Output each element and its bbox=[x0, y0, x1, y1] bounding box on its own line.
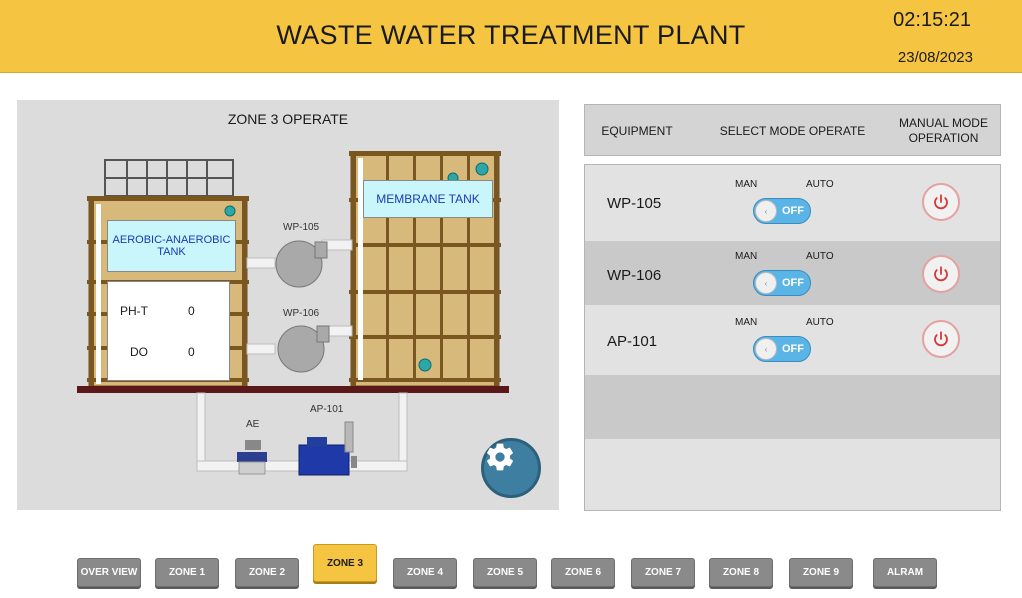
toggle-state: OFF bbox=[782, 205, 804, 217]
nav-zone-7[interactable]: ZONE 7 bbox=[631, 558, 695, 587]
pump-label-wp106: WP-106 bbox=[283, 308, 320, 319]
mode-toggle-wp105[interactable]: ‹ OFF bbox=[753, 198, 811, 224]
toggle-knob: ‹ bbox=[755, 338, 777, 360]
pump-label-wp105: WP-105 bbox=[283, 222, 320, 233]
plant-illustration bbox=[77, 151, 509, 476]
settings-button[interactable] bbox=[481, 438, 541, 498]
power-icon bbox=[934, 331, 948, 347]
power-button-ap101[interactable] bbox=[922, 320, 960, 358]
do-value: 0 bbox=[188, 345, 195, 359]
zone-navigation: OVER VIEW ZONE 1 ZONE 2 ZONE 3 ZONE 4 ZO… bbox=[0, 540, 1022, 598]
equipment-name: WP-106 bbox=[607, 267, 662, 284]
valve-label-ae: AE bbox=[246, 419, 260, 430]
nav-zone-8[interactable]: ZONE 8 bbox=[709, 558, 773, 587]
toggle-state: OFF bbox=[782, 343, 804, 355]
page-title: WASTE WATER TREATMENT PLANT bbox=[276, 20, 746, 50]
equipment-row: WP-105 MAN AUTO ‹ OFF bbox=[585, 165, 1000, 241]
ph-value: 0 bbox=[188, 304, 195, 318]
clock-date: 23/08/2023 bbox=[897, 49, 973, 66]
equipment-name: AP-101 bbox=[607, 333, 658, 350]
zone-diagram: ZONE 3 OPERATE AEROBIC-ANAEROBIC TANK ME… bbox=[17, 100, 559, 510]
nav-zone-1[interactable]: ZONE 1 bbox=[155, 558, 219, 587]
mode-toggle-ap101[interactable]: ‹ OFF bbox=[753, 336, 811, 362]
auto-label: AUTO bbox=[806, 179, 834, 190]
toggle-knob: ‹ bbox=[755, 272, 777, 294]
nav-zone-5[interactable]: ZONE 5 bbox=[473, 558, 537, 587]
empty-row bbox=[585, 375, 1000, 439]
blower-label-ap101: AP-101 bbox=[310, 404, 344, 415]
toggle-knob: ‹ bbox=[755, 200, 777, 222]
auto-label: AUTO bbox=[806, 251, 834, 262]
sensor-readings: PH-T 0 DO 0 bbox=[107, 281, 230, 381]
power-button-wp105[interactable] bbox=[922, 183, 960, 221]
header-equipment: EQUIPMENT bbox=[601, 124, 673, 138]
toggle-state: OFF bbox=[782, 277, 804, 289]
control-table: WP-105 MAN AUTO ‹ OFF WP-106 MAN AUTO ‹ … bbox=[584, 164, 1001, 511]
nav-zone-2[interactable]: ZONE 2 bbox=[235, 558, 299, 587]
power-button-wp106[interactable] bbox=[922, 255, 960, 293]
equipment-name: WP-105 bbox=[607, 195, 662, 212]
do-label: DO bbox=[130, 345, 148, 359]
nav-zone-9[interactable]: ZONE 9 bbox=[789, 558, 853, 587]
empty-row bbox=[585, 439, 1000, 510]
header-select-mode: SELECT MODE OPERATE bbox=[719, 124, 866, 138]
zone-title: ZONE 3 OPERATE bbox=[227, 111, 349, 127]
aerobic-tank-label: AEROBIC-ANAEROBIC TANK bbox=[107, 220, 236, 272]
gear-icon bbox=[487, 443, 513, 471]
nav-overview[interactable]: OVER VIEW bbox=[77, 558, 141, 587]
man-label: MAN bbox=[735, 251, 758, 262]
nav-alarm[interactable]: ALRAM bbox=[873, 558, 937, 587]
nav-zone-3[interactable]: ZONE 3 bbox=[313, 544, 377, 582]
power-icon bbox=[934, 266, 948, 282]
equipment-row: WP-106 MAN AUTO ‹ OFF bbox=[585, 241, 1000, 305]
clock-time: 02:15:21 bbox=[893, 9, 971, 31]
header-bar: WASTE WATER TREATMENT PLANT 02:15:21 23/… bbox=[0, 0, 1022, 73]
ph-label: PH-T bbox=[120, 304, 148, 318]
man-label: MAN bbox=[735, 317, 758, 328]
header-manual-mode: MANUAL MODE OPERATION bbox=[899, 116, 988, 145]
membrane-tank-label: MEMBRANE TANK bbox=[363, 180, 493, 218]
control-table-header: EQUIPMENT SELECT MODE OPERATE MANUAL MOD… bbox=[584, 104, 1001, 156]
man-label: MAN bbox=[735, 179, 758, 190]
equipment-row: AP-101 MAN AUTO ‹ OFF bbox=[585, 305, 1000, 375]
auto-label: AUTO bbox=[806, 317, 834, 328]
nav-zone-6[interactable]: ZONE 6 bbox=[551, 558, 615, 587]
mode-toggle-wp106[interactable]: ‹ OFF bbox=[753, 270, 811, 296]
power-icon bbox=[934, 194, 948, 210]
nav-zone-4[interactable]: ZONE 4 bbox=[393, 558, 457, 587]
